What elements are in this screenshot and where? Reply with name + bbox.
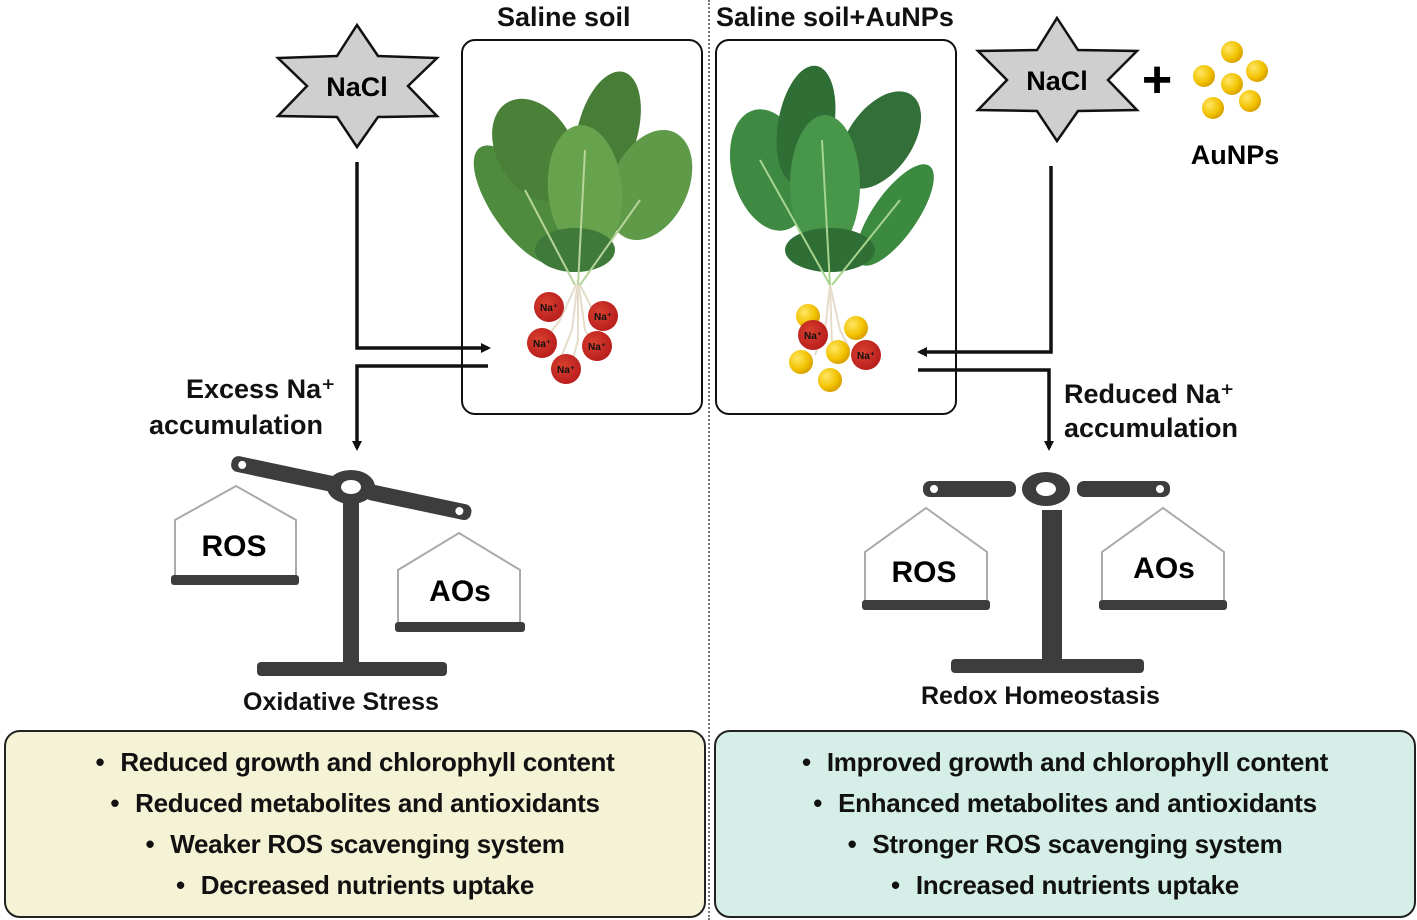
excess-na-label: Excess Na⁺ xyxy=(186,374,336,404)
spinach-plant-right xyxy=(729,65,934,356)
excess-na-accumulation-label: accumulation xyxy=(149,410,324,440)
arrow-plant-to-balance-right xyxy=(918,368,1054,451)
spinach-plant-left xyxy=(473,71,693,371)
redox-homeostasis-caption: Redox Homeostasis xyxy=(921,682,1160,710)
outcome-item: Weaker ROS scavenging system xyxy=(6,824,704,865)
na-ion-label: Na⁺ xyxy=(857,351,875,362)
na-ion-label: Na⁺ xyxy=(533,339,551,350)
arrow-plant-to-balance-left xyxy=(352,364,488,451)
reduced-na-label: Reduced Na⁺ xyxy=(1064,379,1235,409)
na-ion-label: Na⁺ xyxy=(540,303,558,314)
salt-star-icon xyxy=(275,22,440,150)
nacl-label-right: NaCl xyxy=(1026,66,1088,96)
outcome-item: Decreased nutrients uptake xyxy=(6,865,704,906)
center-divider xyxy=(708,0,710,920)
outcome-item: Reduced growth and chlorophyll content xyxy=(6,742,704,783)
aunps-label: AuNPs xyxy=(1191,140,1280,170)
aos-pan-label-left: AOs xyxy=(429,575,491,608)
na-ion-label: Na⁺ xyxy=(557,365,575,376)
salt-star-icon xyxy=(975,15,1140,144)
nacl-star-right: NaCl xyxy=(975,15,1140,144)
outcomes-aunps-box: Improved growth and chlorophyll content … xyxy=(714,730,1416,918)
balance-scale-left xyxy=(171,456,525,676)
outcome-item: Improved growth and chlorophyll content xyxy=(716,742,1414,783)
na-ion-label: Na⁺ xyxy=(804,331,822,342)
ros-pan-label-left: ROS xyxy=(201,530,266,563)
outcome-item: Enhanced metabolites and antioxidants xyxy=(716,783,1414,824)
nacl-star-left: NaCl xyxy=(275,22,440,150)
outcomes-saline-box: Reduced growth and chlorophyll content R… xyxy=(4,730,706,918)
outcome-item: Stronger ROS scavenging system xyxy=(716,824,1414,865)
sodium-ions-left: Na⁺ Na⁺ Na⁺ Na⁺ Na⁺ xyxy=(527,292,618,384)
na-ion-label: Na⁺ xyxy=(588,342,606,353)
outcome-item: Increased nutrients uptake xyxy=(716,865,1414,906)
arrow-nacl-to-plant-right xyxy=(917,166,1053,357)
aos-pan-label-right: AOs xyxy=(1133,552,1195,585)
ros-pan-label-right: ROS xyxy=(891,556,956,589)
reduced-na-accumulation-label: accumulation xyxy=(1064,413,1239,443)
ions-and-aunps-right: Na⁺ Na⁺ xyxy=(789,304,881,392)
outcome-item: Reduced metabolites and antioxidants xyxy=(6,783,704,824)
na-ion-label: Na⁺ xyxy=(594,312,612,323)
plus-sign: + xyxy=(1142,51,1172,109)
right-panel-title: Saline soil+AuNPs xyxy=(716,2,954,32)
arrow-nacl-to-plant-left xyxy=(355,162,491,353)
oxidative-stress-caption: Oxidative Stress xyxy=(243,688,439,716)
balance-scale-right xyxy=(862,472,1227,673)
aunps-cluster-icon xyxy=(1193,41,1268,119)
nacl-label-left: NaCl xyxy=(326,72,388,102)
left-panel-title: Saline soil xyxy=(497,2,631,32)
